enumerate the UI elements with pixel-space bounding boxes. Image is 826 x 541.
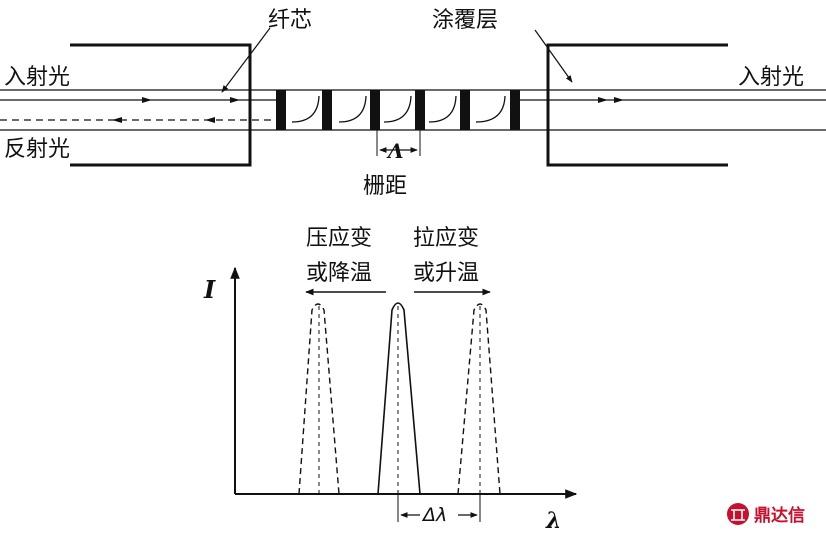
y-axis-label: I <box>203 275 216 304</box>
ray-arrowhead <box>205 117 215 123</box>
watermark-text: 鼎达信 <box>754 505 805 526</box>
peak-shifted-left <box>298 303 340 495</box>
tension-label-line1: 拉应变 <box>413 226 479 251</box>
reflection-hook <box>428 95 457 123</box>
tension-label-line2: 或升温 <box>413 261 479 286</box>
incident-label-left: 入射光 <box>4 65 70 90</box>
reflection-hook <box>291 95 320 123</box>
cladding-label: 涂覆层 <box>432 8 498 33</box>
reflection-hook <box>338 95 367 123</box>
watermark-logo-icon <box>727 503 749 525</box>
spectrum-section: I λ 压应变 或降温 拉应变 或升温 Δλ <box>203 226 578 534</box>
grating <box>276 90 520 130</box>
grating-bar <box>415 90 425 130</box>
reflection-hook <box>383 95 412 123</box>
watermark: 鼎达信 <box>727 503 805 526</box>
grating-bar <box>370 90 380 130</box>
fiber-section: 纤芯 涂覆层 入射光 反射光 入射光 Λ 栅距 <box>0 8 826 199</box>
right-cladding <box>546 43 728 167</box>
grating-bar <box>322 90 332 130</box>
ray-arrowhead <box>112 117 122 123</box>
left-cladding <box>70 43 252 167</box>
compress-label-line1: 压应变 <box>306 226 372 251</box>
ray-arrowhead <box>598 97 608 103</box>
grating-bar <box>510 90 520 130</box>
peak-shifted-right <box>457 303 501 495</box>
grating-bar <box>460 90 470 130</box>
ray-arrowhead <box>142 97 152 103</box>
grating-bar <box>276 90 286 130</box>
x-axis-label: λ <box>545 508 561 534</box>
pitch-label: 栅距 <box>363 174 407 199</box>
core-leader-line <box>221 27 271 93</box>
pitch-symbol: Λ <box>386 139 404 163</box>
ray-arrowhead <box>230 97 240 103</box>
reflection-hook <box>475 95 506 123</box>
shift-label: Δλ <box>421 504 447 526</box>
peak-original <box>377 302 421 495</box>
cladding-leader-line <box>534 29 573 83</box>
core-label: 纤芯 <box>268 8 312 33</box>
incident-label-right: 入射光 <box>738 65 804 90</box>
ray-arrowhead <box>614 97 624 103</box>
reflected-label: 反射光 <box>4 137 70 162</box>
compress-label-line2: 或降温 <box>306 261 372 286</box>
